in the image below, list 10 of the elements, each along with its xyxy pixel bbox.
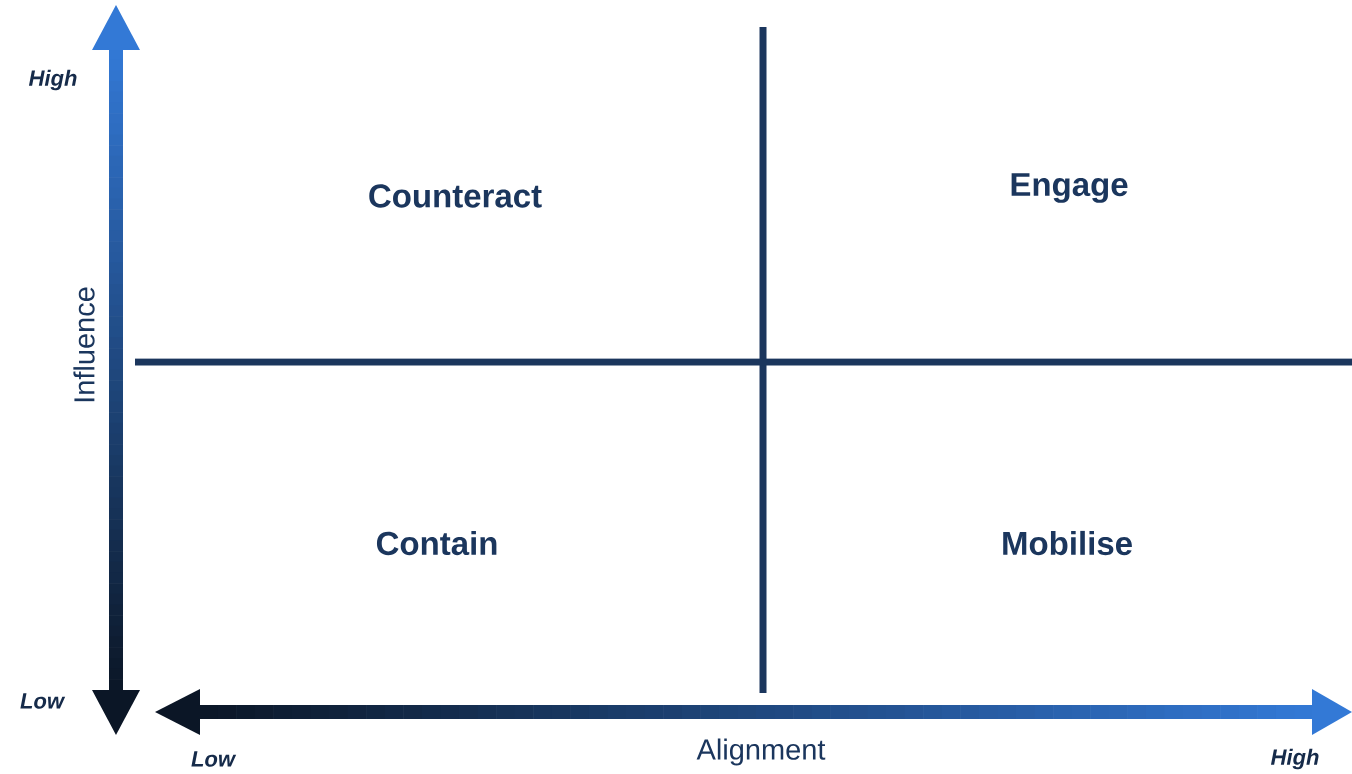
axis-value-label: Low [20,693,66,709]
axis-value-label: Low [191,751,237,767]
quadrant-label: Counteract [369,184,542,208]
axis-title: Influence [73,287,95,402]
axis-value-label: High [28,69,77,91]
quadrant-label: Engage [1011,173,1128,203]
axis-title: Alignment [696,738,826,766]
axis-value-label: High [1270,748,1319,770]
quadrant-label: Contain [376,530,497,556]
quadrant-label: Mobilise [1003,530,1132,556]
